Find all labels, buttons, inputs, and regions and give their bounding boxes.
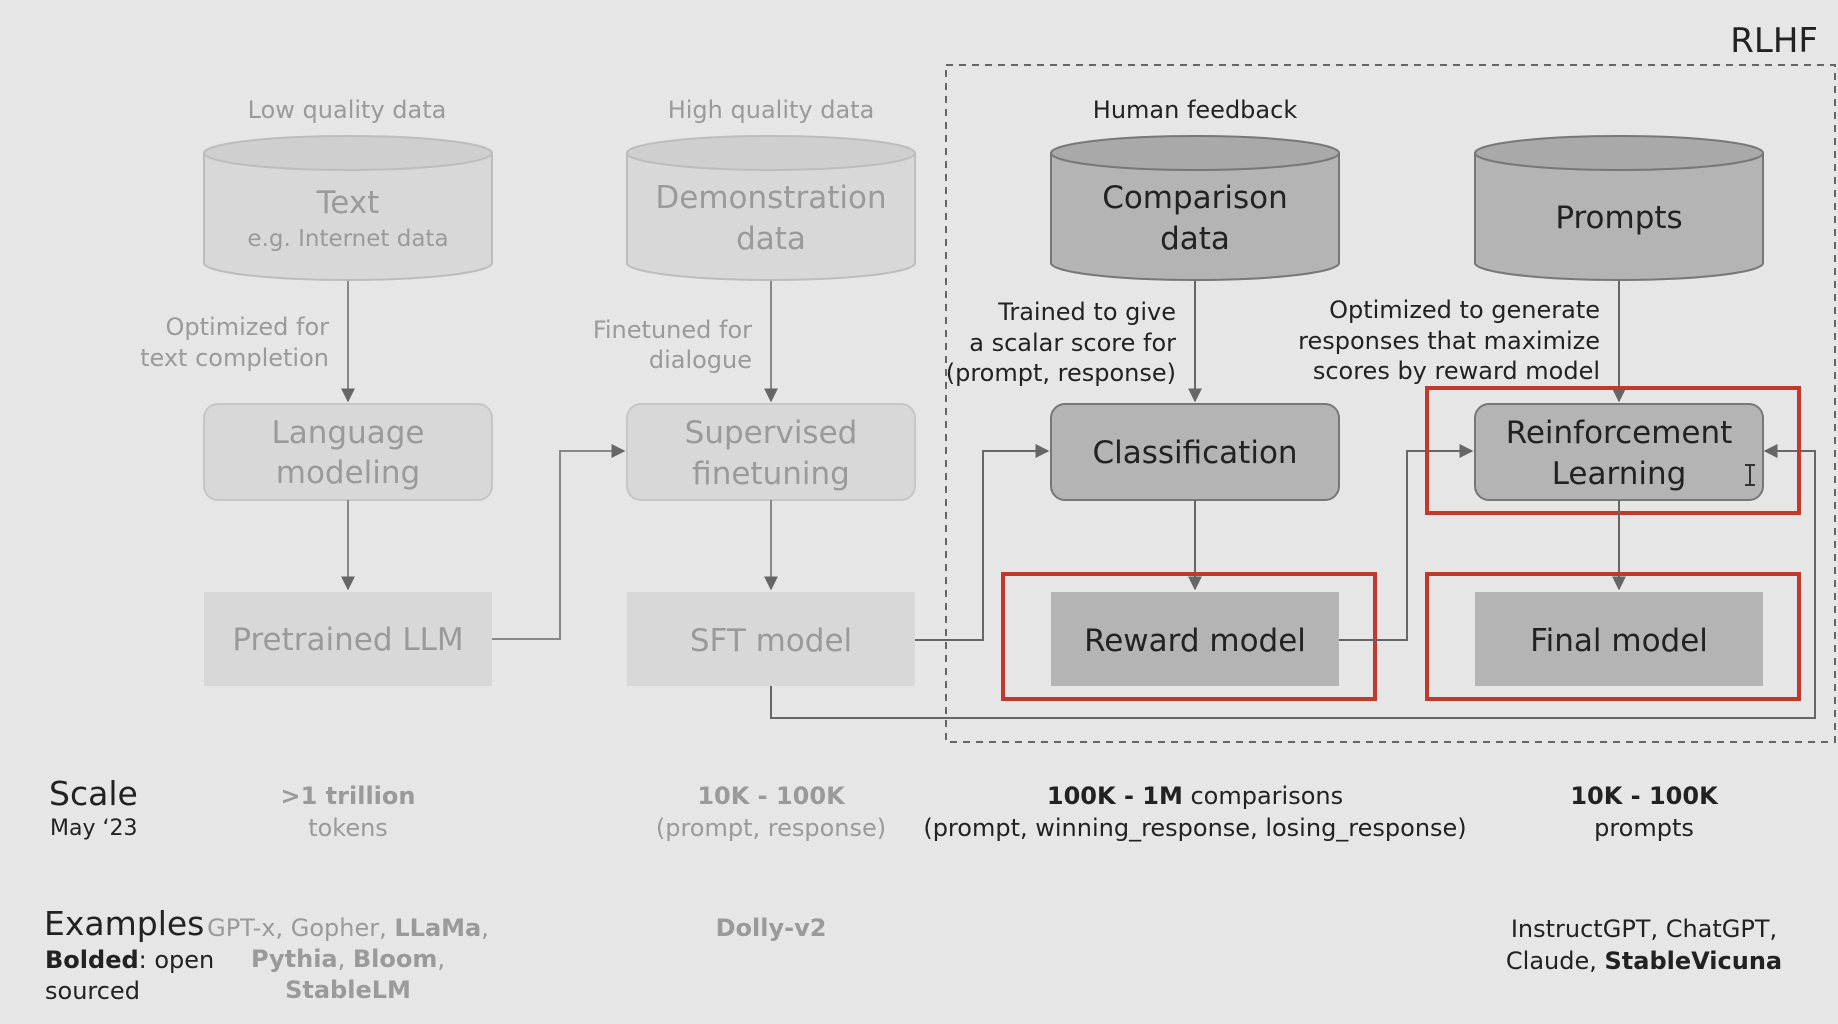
examples-pretraining-sep2: , — [437, 945, 446, 973]
examples-note-bold: Bolded — [45, 946, 139, 974]
rl-edge-label-1: Optimized to generate — [1329, 296, 1600, 324]
demonstration-data-line1: Demonstration — [655, 180, 886, 216]
prompts-label: Prompts — [1555, 200, 1682, 236]
scale-reward: 100K - 1M comparisons (prompt, winning_r… — [895, 780, 1495, 844]
sft-data-label: High quality data — [668, 96, 875, 124]
scale-sft-unit: (prompt, response) — [655, 814, 887, 842]
language-modeling-line1: Language — [272, 415, 425, 451]
examples-pretraining-stablelm: StableLM — [285, 976, 411, 1004]
scale-pretraining-unit: tokens — [308, 814, 388, 842]
rl-edge-label-3: scores by reward model — [1313, 357, 1600, 385]
scale-date: May ‘23 — [50, 816, 138, 841]
demonstration-data-cylinder — [626, 135, 916, 281]
text-data-title: Text — [316, 185, 380, 221]
pretraining-data-label: Low quality data — [248, 96, 447, 124]
examples-pretraining: GPT-x, Gopher, LLaMa, Pythia, Bloom, Sta… — [198, 913, 498, 1006]
examples-pretraining-llama: LLaMa — [394, 914, 482, 942]
examples-pretraining-pythia: Pythia — [250, 945, 338, 973]
examples-note-rest-2: sourced — [45, 977, 140, 1005]
rlhf-region — [945, 64, 1836, 743]
rlhf-title: RLHF — [1730, 21, 1818, 61]
classification-label: Classification — [1092, 435, 1297, 471]
scale-rl: 10K - 100K prompts — [1544, 780, 1744, 844]
scale-reward-suffix: comparisons — [1182, 782, 1344, 810]
pretraining-edge-label-2: text completion — [140, 344, 329, 372]
sft-model-label: SFT model — [690, 623, 852, 659]
comparison-data-line1: Comparison — [1102, 180, 1288, 216]
prompts-cylinder — [1474, 135, 1764, 281]
scale-sft: 10K - 100K (prompt, response) — [621, 780, 921, 844]
examples-pretraining-bloom: Bloom — [352, 945, 438, 973]
text-cursor-icon — [1745, 464, 1755, 486]
examples-sft-dolly: Dolly-v2 — [715, 914, 827, 942]
examples-note: Bolded: open sourced — [45, 945, 214, 1007]
examples-label: Examples — [44, 904, 205, 943]
scale-pretraining: >1 trillion tokens — [248, 780, 448, 844]
examples-rl-plain: Claude, — [1505, 947, 1605, 975]
examples-rl-line1: InstructGPT, ChatGPT, — [1510, 915, 1778, 943]
rl-edge-label-2: responses that maximize — [1298, 327, 1600, 355]
scale-rl-value: 10K - 100K — [1570, 782, 1718, 810]
reinforcement-learning-line1: Reinforcement — [1506, 415, 1733, 451]
pretrained-llm-box — [204, 592, 492, 686]
pretraining-edge-label-1: Optimized for — [166, 313, 330, 341]
supervised-finetuning-line2: finetuning — [692, 456, 850, 492]
examples-pretraining-sep1: , — [337, 945, 353, 973]
reward-model-label: Reward model — [1084, 623, 1306, 659]
text-data-cylinder — [203, 135, 493, 281]
comparison-data-line2: data — [1160, 221, 1230, 257]
reward-model-highlight — [1001, 572, 1377, 701]
supervised-finetuning-line1: Supervised — [685, 415, 858, 451]
sft-edge-label-1: Finetuned for — [593, 316, 752, 344]
scale-rl-unit: prompts — [1594, 814, 1694, 842]
reward-model-box — [1051, 592, 1339, 686]
examples-pretraining-plain: GPT-x, Gopher, — [207, 914, 395, 942]
examples-rl: InstructGPT, ChatGPT, Claude, StableVicu… — [1494, 913, 1794, 977]
scale-reward-value: 100K - 1M — [1046, 782, 1183, 810]
reward-edge-label-3: (prompt, response) — [946, 359, 1176, 387]
reinforcement-learning-line2: Learning — [1552, 456, 1687, 492]
scale-sft-value: 10K - 100K — [697, 782, 845, 810]
reinforcement-learning-highlight — [1425, 386, 1801, 515]
sft-edge-label-2: dialogue — [649, 346, 752, 374]
pretrained-llm-label: Pretrained LLM — [232, 622, 463, 658]
scale-label: Scale — [49, 774, 138, 813]
final-model-label: Final model — [1530, 623, 1708, 659]
scale-pretraining-value: >1 trillion — [280, 782, 416, 810]
scale-reward-unit: (prompt, winning_response, losing_respon… — [923, 814, 1467, 842]
language-modeling-line2: modeling — [276, 455, 420, 491]
text-data-subtitle: e.g. Internet data — [247, 226, 448, 252]
final-model-box — [1475, 592, 1763, 686]
demonstration-data-line2: data — [736, 221, 806, 257]
sft-model-box — [627, 592, 915, 686]
reward-data-label: Human feedback — [1093, 96, 1298, 124]
reward-edge-label-2: a scalar score for — [969, 329, 1176, 357]
final-model-highlight — [1425, 572, 1801, 701]
comparison-data-cylinder — [1050, 135, 1340, 281]
reward-edge-label-1: Trained to give — [997, 298, 1176, 326]
examples-note-rest-1: : open — [138, 946, 215, 974]
examples-rl-stablevicuna: StableVicuna — [1604, 947, 1783, 975]
examples-sft: Dolly-v2 — [671, 913, 871, 944]
examples-pretraining-comma: , — [481, 914, 489, 942]
